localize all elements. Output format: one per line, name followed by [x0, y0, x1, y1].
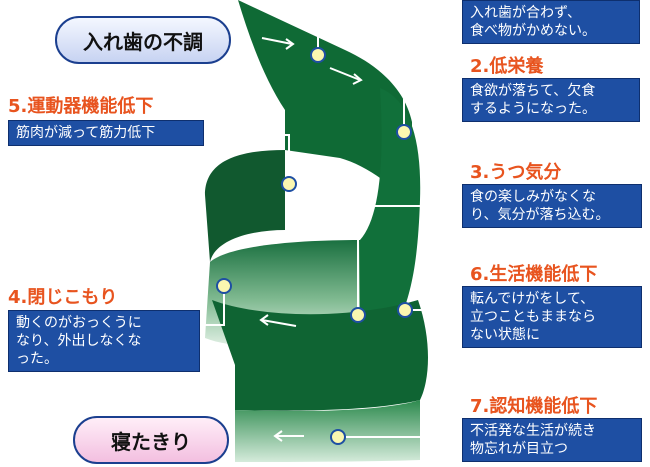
connector-step-4	[200, 286, 225, 326]
step-4-line-2: なり、外出しなくな	[16, 333, 142, 349]
step-5-line-1: 筋肉が減って筋力低下	[16, 125, 156, 141]
step-7-description: 不活発な生活が続き 物忘れが目立つ	[462, 418, 642, 462]
ribbon-bottom-band	[235, 400, 420, 462]
step-2-line-1: 食欲が落ちて、欠食	[470, 83, 596, 99]
step-6-line-2: 立つこともままなら	[470, 309, 596, 325]
step-4-line-1: 動くのがおっくうに	[16, 315, 142, 331]
step-7-line-2: 物忘れが目立つ	[470, 441, 568, 457]
step-4-description: 動くのがおっくうに なり、外出しなくな った。	[8, 310, 200, 372]
step-3-line-1: 食の楽しみがなくな	[470, 189, 596, 205]
flow-arrow-3	[321, 175, 355, 189]
ribbon-lower-band	[212, 300, 428, 411]
step-2-line-2: するようになった。	[470, 101, 596, 117]
marker-step-6	[397, 302, 413, 318]
step-5-description: 筋肉が減って筋力低下	[8, 120, 204, 146]
step-2-heading: 2.低栄養	[470, 56, 544, 77]
end-label: 寝たきり	[73, 416, 229, 464]
connector-step-1	[317, 13, 462, 55]
connector-step-3	[357, 205, 462, 315]
marker-step-4	[216, 278, 232, 294]
connector-step-2	[403, 99, 462, 132]
marker-step-5	[281, 176, 297, 192]
step-6-line-1: 転んでけがをして、	[470, 291, 595, 307]
flow-arrows	[259, 37, 363, 442]
marker-step-3	[350, 307, 366, 323]
marker-step-7	[330, 429, 346, 445]
connector-step-5	[204, 134, 290, 184]
flow-arrow-1	[261, 37, 293, 45]
step-1-description: 入れ歯が合わず、 食べ物がかめない。	[462, 0, 640, 44]
start-label: 入れ歯の不調	[55, 16, 231, 64]
ribbon-right-band	[360, 88, 421, 345]
flow-arrow-2	[329, 67, 361, 81]
step-3-description: 食の楽しみがなくな り、気分が落ち込む。	[462, 184, 642, 228]
step-3-heading: 3.うつ気分	[470, 162, 562, 183]
step-markers	[216, 47, 413, 445]
step-3-line-2: り、気分が落ち込む。	[470, 207, 610, 223]
step-5-heading: 5.運動器機能低下	[8, 96, 154, 117]
flow-arrow-4	[261, 319, 297, 327]
ribbon-top-band	[238, 0, 412, 210]
step-1-line-2: 食べ物がかめない。	[470, 23, 596, 39]
marker-step-1	[310, 47, 326, 63]
step-4-line-3: った。	[16, 351, 58, 367]
step-6-heading: 6.生活機能低下	[470, 264, 598, 285]
connector-lines	[200, 13, 462, 438]
step-7-line-1: 不活発な生活が続き	[470, 423, 596, 439]
step-7-heading: 7.認知機能低下	[470, 396, 598, 417]
step-2-description: 食欲が落ちて、欠食 するようになった。	[462, 78, 640, 122]
ribbon-back-band	[205, 150, 285, 262]
step-6-line-3: ない状態に	[470, 327, 540, 343]
step-4-heading: 4.閉じこもり	[8, 287, 118, 308]
marker-step-2	[396, 124, 412, 140]
step-1-line-1: 入れ歯が合わず、	[470, 5, 582, 21]
step-6-description: 転んでけがをして、 立つこともままなら ない状態に	[462, 286, 642, 348]
